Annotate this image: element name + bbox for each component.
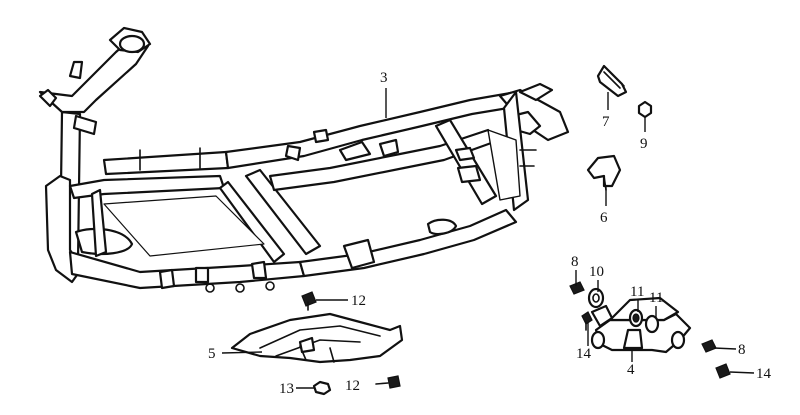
part-8-bolt-right	[701, 339, 717, 353]
callout-3: 3	[380, 70, 388, 86]
callout-14-right: 14	[756, 366, 772, 382]
part-11-nut-b	[644, 314, 660, 334]
callout-9: 9	[640, 136, 648, 152]
callout-11-right: 11	[649, 290, 663, 306]
part-11-nut-a	[628, 308, 644, 328]
part-8-bolt-upper	[569, 281, 585, 295]
callout-13: 13	[279, 381, 294, 397]
part-6-bracket	[586, 154, 622, 191]
callout-10: 10	[589, 264, 604, 280]
callout-7: 7	[602, 114, 610, 130]
callout-labels: 3 7 9 6 8 10 11 11 14 4 8 14 12 5 13 12	[208, 70, 772, 397]
callout-5: 5	[208, 346, 216, 362]
part-14-bolt-left	[581, 311, 593, 331]
part-10-washer	[587, 287, 605, 309]
part-9-nut	[637, 100, 653, 119]
callout-6: 6	[600, 210, 608, 226]
callout-12-lower: 12	[345, 378, 360, 394]
part-14-bolt-right	[715, 363, 731, 379]
part-12-bolt-lower	[375, 375, 401, 389]
callout-4: 4	[627, 362, 635, 378]
part-7-bracket	[596, 64, 628, 98]
callout-14-left: 14	[576, 346, 592, 362]
callout-8-upper: 8	[571, 254, 579, 270]
part-5-under-cover	[230, 312, 404, 364]
main-frame	[38, 26, 570, 293]
callout-11-left: 11	[630, 284, 644, 300]
leader-lines	[221, 88, 755, 389]
part-4-stand	[590, 296, 692, 354]
callout-12-upper: 12	[351, 293, 366, 309]
part-13-nut	[312, 380, 332, 396]
part-12-bolt-upper	[301, 291, 317, 311]
callout-8-right: 8	[738, 342, 746, 358]
